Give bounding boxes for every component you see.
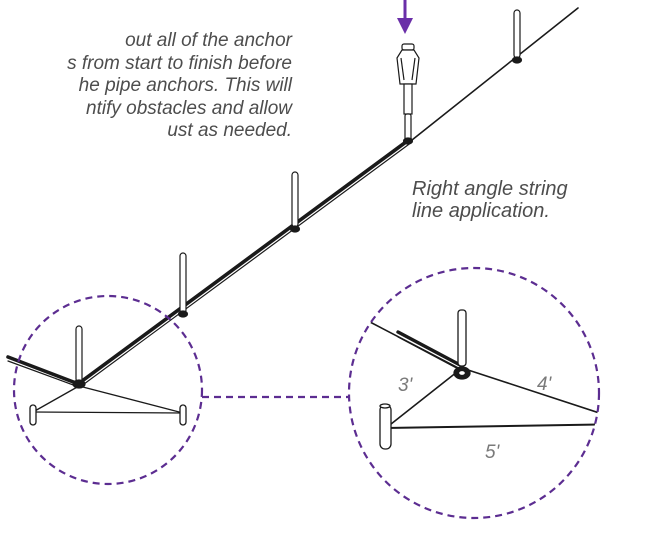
anchor-post-icon [379, 403, 392, 450]
anchor-post-icon [626, 402, 637, 447]
anchor-post-icon [511, 9, 523, 64]
down-arrow-icon [397, 0, 413, 34]
small-triangle-detail [29, 385, 187, 426]
zoom-circle-icon [12, 294, 204, 486]
long-leg-label: 4' [537, 374, 553, 395]
anchor-post-icon [289, 171, 301, 233]
pipe-line [6, 7, 579, 388]
installer-tool-icon [396, 43, 420, 145]
zoom-circle-icon [347, 266, 601, 520]
zoom-caption: Right angle string line application. [412, 178, 568, 222]
instruction-note: out all of the anchor s from start to fi… [67, 30, 292, 141]
short-leg-label: 3' [398, 375, 414, 396]
zoomed-detail [369, 309, 637, 450]
anchor-post-icon [72, 325, 86, 389]
anchor-post-icon [453, 309, 471, 380]
anchor-post-icon [177, 252, 189, 318]
hypotenuse-label: 5' [485, 442, 501, 463]
